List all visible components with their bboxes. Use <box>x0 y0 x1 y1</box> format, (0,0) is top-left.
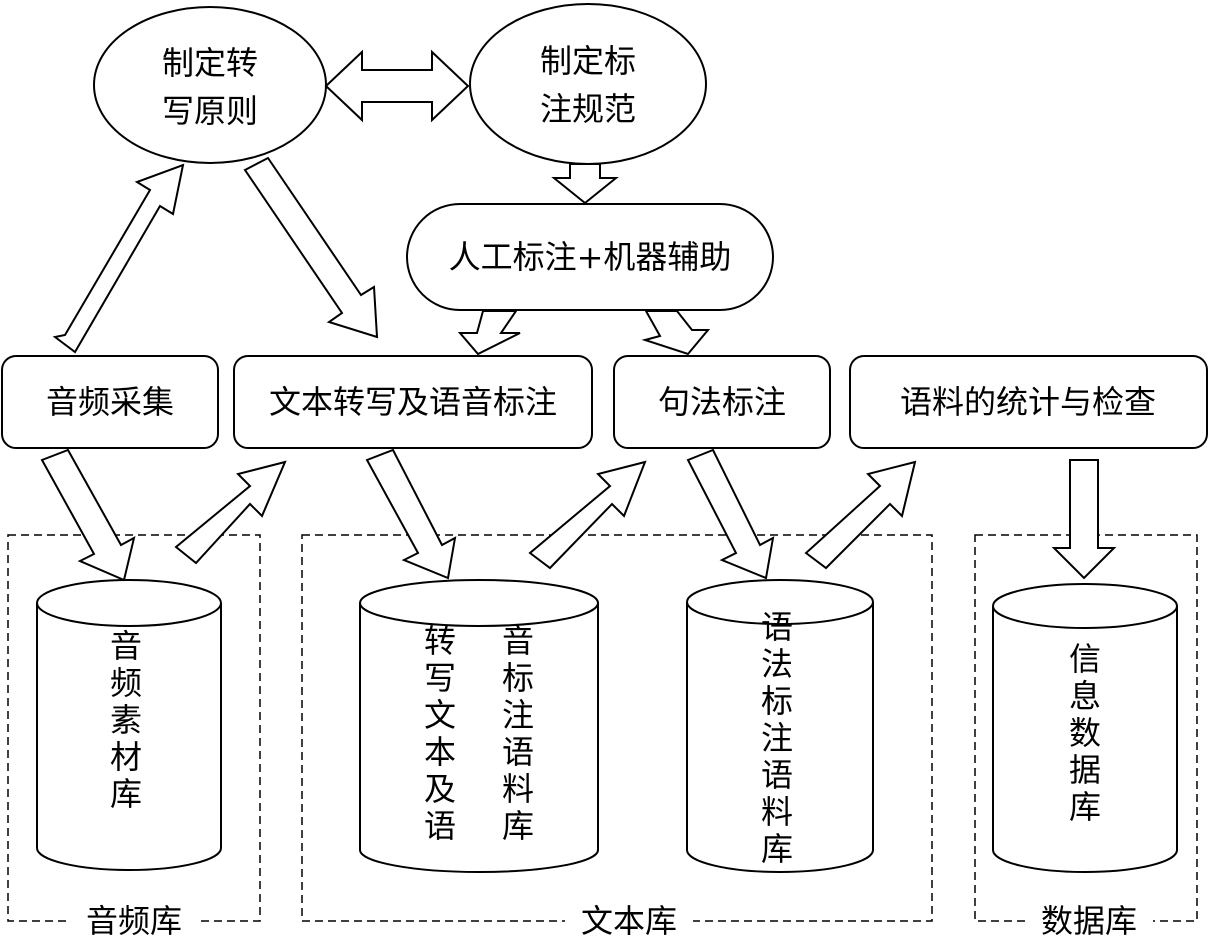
database-label-bg <box>1025 900 1153 938</box>
text-transcription-label: 文本转写及语音标注 <box>269 383 557 421</box>
transcription-db-label-col2: 音标注语料库 <box>502 622 534 845</box>
manual-annotation-node <box>406 203 774 311</box>
standard-to-manual-arrow <box>551 163 619 205</box>
principles-to-transcription-arrow <box>243 156 379 339</box>
transcription-to-db-arrow <box>365 448 457 580</box>
audio-collection-to-material-arrow <box>40 448 136 582</box>
database-label: 数据库 <box>1041 902 1137 939</box>
transcription-db-label-col1: 转写文本及语 <box>424 622 456 845</box>
audio-collection-node <box>1 355 219 449</box>
corpus-statistics-label: 语料的统计与检查 <box>900 383 1156 421</box>
annotation-standard-line2: 注规范 <box>540 90 636 128</box>
corpus-statistics-node <box>849 355 1208 449</box>
manual-annotation-label: 人工标注+机器辅助 <box>449 238 732 276</box>
annotation-standard-line1: 制定标 <box>540 42 636 80</box>
audio-material-db-label: 音频素材库 <box>110 627 142 813</box>
material-to-transcription-arrow <box>174 460 287 565</box>
text-library-label-bg <box>565 900 693 938</box>
grammar-db <box>686 579 874 873</box>
text-transcription-node <box>233 355 593 449</box>
audio-material-db <box>36 579 222 871</box>
statistics-to-database-arrow <box>1051 459 1117 580</box>
transcription-db <box>359 579 599 873</box>
transcription-principles-line1: 制定转 <box>162 44 258 82</box>
manual-to-transcription-arrow <box>457 310 521 356</box>
audio-to-principles-arrow <box>52 163 185 354</box>
transcription-principles-node <box>93 6 327 164</box>
audio-library-frame <box>7 534 261 922</box>
grammar-to-statistics-arrow <box>804 460 917 570</box>
manual-to-syntax-arrow <box>641 310 711 356</box>
text-library-label: 文本库 <box>581 902 677 939</box>
audio-collection-label: 音频采集 <box>46 383 174 421</box>
syntax-annotation-label: 句法标注 <box>658 383 786 421</box>
syntax-annotation-node <box>613 355 831 449</box>
audio-library-label: 音频库 <box>86 902 182 939</box>
bidirectional-arrow <box>324 49 470 123</box>
transcription-db-to-syntax-arrow <box>528 460 647 570</box>
audio-library-label-bg <box>70 900 198 938</box>
annotation-standard-node <box>469 3 707 165</box>
transcription-principles-line2: 写原则 <box>162 92 258 130</box>
information-db <box>992 583 1178 873</box>
grammar-db-label: 语法标注语料库 <box>761 608 793 868</box>
syntax-to-grammar-arrow <box>686 448 775 580</box>
information-db-label: 信息数据库 <box>1069 640 1101 826</box>
